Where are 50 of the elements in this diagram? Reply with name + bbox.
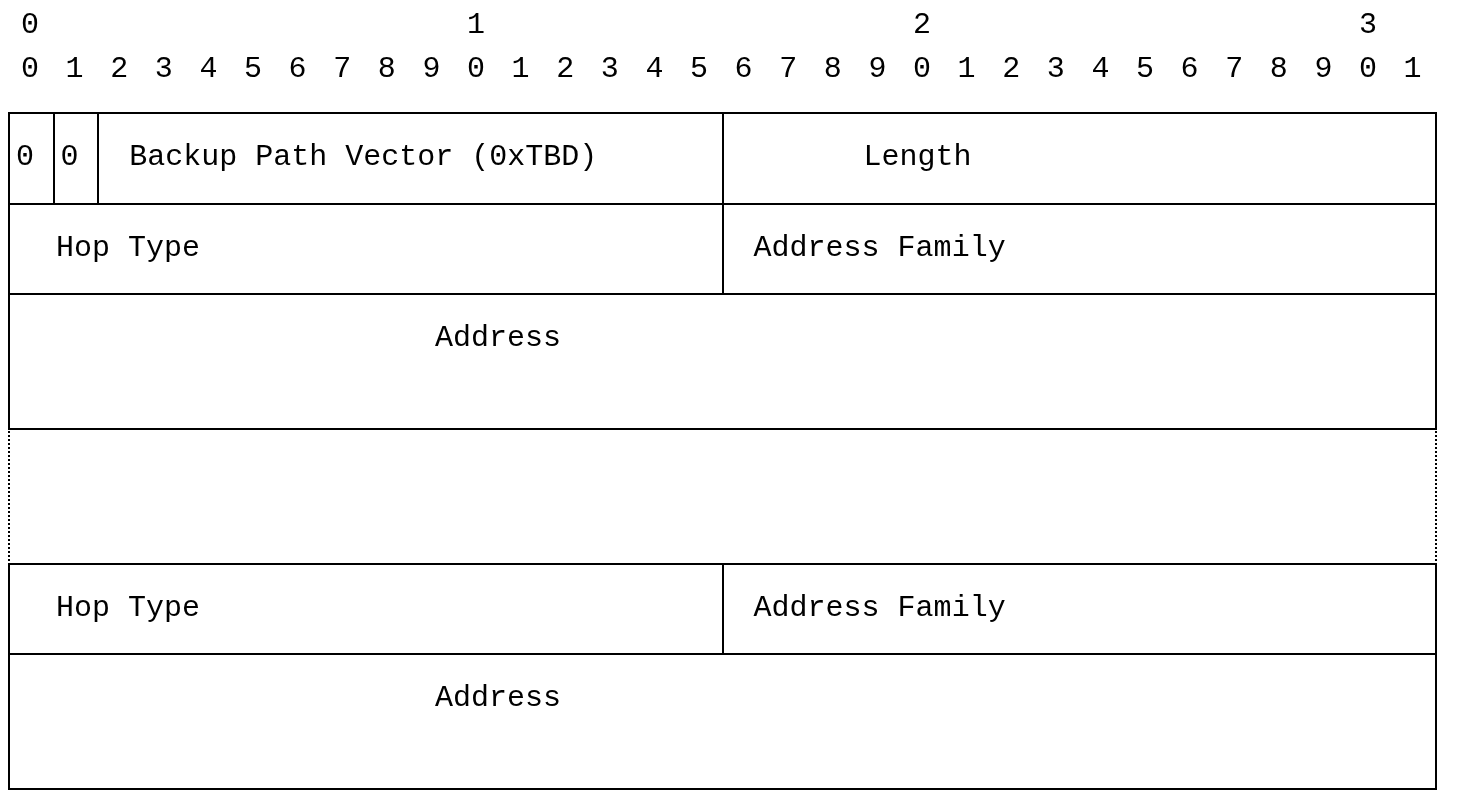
bit-number: 7 xyxy=(332,52,353,86)
bit-number: 2 xyxy=(1001,52,1022,86)
bit-number: 8 xyxy=(1268,52,1289,86)
bit-number: 4 xyxy=(644,52,665,86)
bit-number: 7 xyxy=(1224,52,1245,86)
field-label: 0 xyxy=(60,140,79,174)
field-label: Length xyxy=(863,140,972,174)
bit-number: 1 xyxy=(510,52,531,86)
field-box xyxy=(721,112,1438,205)
field-box xyxy=(8,293,1438,430)
bit-number: 5 xyxy=(243,52,263,86)
bit-number: 4 xyxy=(198,52,219,86)
bit-number: 3 xyxy=(599,52,620,86)
field-label: Hop Type xyxy=(56,591,201,625)
bit-number: 5 xyxy=(689,52,709,86)
field-label: 0 xyxy=(16,140,34,174)
bit-number: 9 xyxy=(1313,52,1334,86)
field-box xyxy=(8,112,55,205)
bit-number: 2 xyxy=(555,52,576,86)
bit-number: 1 xyxy=(956,52,977,86)
bit-number: 6 xyxy=(733,52,754,86)
field-label: Hop Type xyxy=(56,231,201,265)
bit-number: 6 xyxy=(287,52,308,86)
bit-number: 1 xyxy=(64,52,85,86)
bit-number: 2 xyxy=(912,8,932,42)
field-box xyxy=(8,653,1438,790)
bit-number: 2 xyxy=(109,52,130,86)
bit-number: 8 xyxy=(376,52,397,86)
bit-number: 1 xyxy=(1402,52,1423,86)
bit-number: 0 xyxy=(466,52,486,86)
bit-number: 6 xyxy=(1179,52,1200,86)
bit-number: 7 xyxy=(778,52,799,86)
field-label: Address Family xyxy=(753,591,1006,625)
bit-number: 0 xyxy=(1358,52,1378,86)
bit-number: 0 xyxy=(912,52,932,86)
field-label: Address xyxy=(435,681,562,715)
bit-number: 3 xyxy=(1045,52,1066,86)
bit-number: 4 xyxy=(1090,52,1111,86)
field-label: Backup Path Vector (0xTBD) xyxy=(129,140,598,174)
bit-number: 8 xyxy=(822,52,843,86)
bit-number: 3 xyxy=(153,52,174,86)
bit-number: 1 xyxy=(466,8,486,42)
bit-number: 9 xyxy=(421,52,442,86)
bit-number: 5 xyxy=(1135,52,1155,86)
field-label: Address Family xyxy=(753,231,1006,265)
field-label: Address xyxy=(435,321,562,355)
bit-number: 9 xyxy=(867,52,888,86)
bit-number: 0 xyxy=(20,52,40,86)
bit-number: 3 xyxy=(1358,8,1378,42)
bit-number: 0 xyxy=(20,8,40,42)
